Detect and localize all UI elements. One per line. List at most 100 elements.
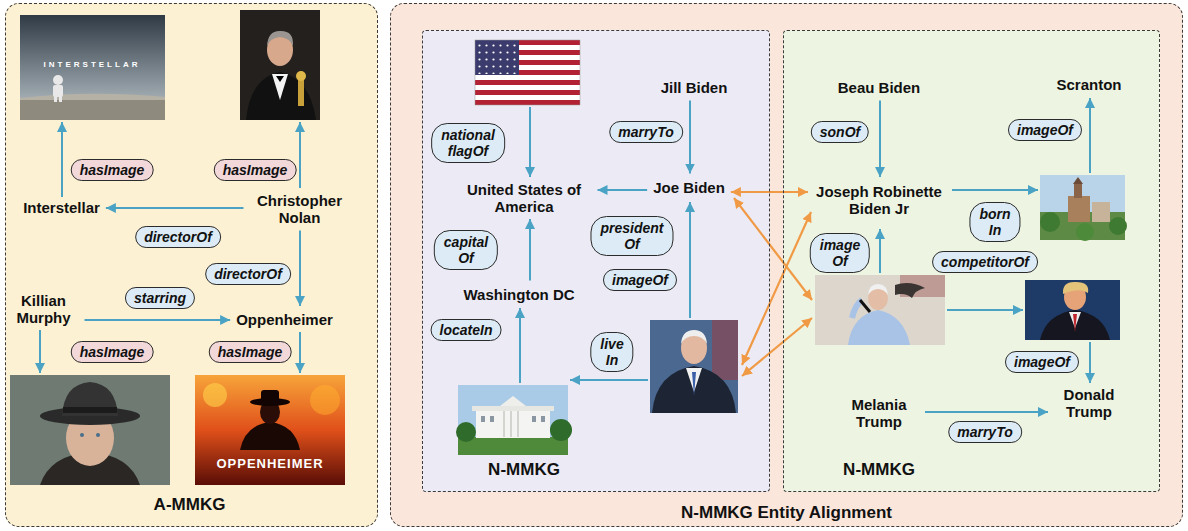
entity-name: Washington DC [463, 286, 574, 303]
entity-label: Jill Biden [659, 78, 730, 97]
relation-pill: imageOf [1008, 119, 1082, 141]
person-photo [1073, 314, 1077, 332]
building-photo [541, 416, 545, 422]
movie-poster [240, 422, 300, 450]
movie-poster [53, 85, 63, 97]
entity-name: Christopher Nolan [250, 192, 350, 226]
person-photo [96, 433, 100, 437]
building-photo [500, 396, 526, 406]
image-relation-arrow [1089, 98, 1091, 173]
poster-title: OPPENHEIMER [216, 456, 323, 471]
image-relation-arrow [40, 98, 1090, 383]
panel-title-holder: N-MMKG [843, 459, 915, 479]
image-relation-arrow [299, 122, 301, 188]
flag-image [475, 40, 519, 75]
person-photo [80, 433, 84, 437]
town-photo [1074, 184, 1082, 198]
image-relation-arrow [689, 202, 691, 318]
building-photo [456, 422, 476, 442]
relation-pill: national flagOf [431, 123, 505, 163]
person-photo [650, 320, 738, 413]
movie-poster [54, 96, 57, 102]
entity-name: Donald Trump [1054, 385, 1124, 419]
graph-panel: A-MMKG Interstellar Christopher NolanKilli… [5, 3, 378, 527]
relation-pill: capital Of [434, 230, 498, 270]
panel-fill [390, 3, 1183, 527]
relation-pill: live In [590, 332, 633, 372]
panel-fill [783, 30, 1160, 492]
person-photo [895, 283, 925, 298]
relation-pill: hasImage [214, 159, 297, 181]
panel-title: N-MMKG Entity Alignment [681, 503, 892, 523]
town-photo [1040, 175, 1127, 241]
building-photo [517, 411, 519, 437]
movie-poster [203, 383, 227, 407]
entity-label: Scranton [1054, 75, 1123, 94]
movie-poster [20, 15, 165, 120]
relation-pill: president Of [590, 216, 673, 256]
panel-title-holder: A-MMKG [154, 495, 226, 515]
entity-name: Joseph Robinette Biden Jr [814, 182, 944, 216]
flag-image [476, 41, 518, 74]
person-photo [815, 275, 945, 345]
relation-arrow [529, 219, 531, 281]
building-photo [476, 410, 550, 438]
entity-label: Killian Murphy [7, 291, 81, 327]
entity-name: Jill Biden [661, 79, 728, 96]
person-photo [62, 382, 118, 416]
person-photo [650, 320, 738, 413]
entity-label: Interstellar [21, 198, 102, 217]
movie-poster [20, 94, 165, 100]
building-photo [510, 411, 512, 437]
building-photo [472, 406, 554, 411]
person-photo [681, 330, 707, 344]
poster-title: INTERSTELLAR [44, 60, 141, 69]
movie-poster [195, 375, 345, 485]
person-photo [1063, 282, 1088, 294]
entity-name: Oppenheimer [236, 311, 333, 328]
town-photo [1040, 212, 1060, 232]
entity-name: Killian Murphy [9, 292, 79, 326]
person-photo [652, 366, 736, 413]
panel-title: N-MMKG [488, 459, 560, 479]
relation-pill: hasImage [71, 159, 154, 181]
panel-fill [422, 30, 770, 492]
town-photo [1076, 223, 1094, 241]
town-photo [1109, 217, 1127, 235]
relation-pill: image Of [810, 233, 870, 273]
person-photo [692, 372, 696, 396]
entity-label: United States of America [455, 179, 594, 215]
person-photo [246, 72, 316, 120]
entity-label: Christopher Nolan [248, 191, 352, 227]
person-photo [267, 31, 293, 46]
building-photo [503, 411, 505, 437]
movie-poster [20, 98, 165, 120]
panel-title: N-MMKG [843, 459, 915, 479]
relation-pill: starring [125, 287, 195, 309]
person-photo [868, 284, 888, 295]
movie-poster [59, 96, 62, 102]
movie-poster [261, 390, 279, 402]
relation-arrow [689, 101, 691, 174]
person-photo [276, 76, 284, 82]
relation-arrow [925, 411, 1048, 413]
panel-fill [5, 3, 378, 527]
image-relation-arrow [947, 309, 1023, 311]
person-photo [63, 407, 117, 413]
person-photo [712, 320, 738, 380]
entity-name: Joe Biden [653, 179, 725, 196]
building-photo [550, 419, 572, 441]
entity-label: Oppenheimer [234, 310, 335, 329]
movie-poster [310, 385, 340, 415]
building-photo [490, 416, 494, 422]
entity-name: United States of America [457, 180, 592, 214]
image-relation-arrow [570, 379, 648, 381]
entity-label: Beau Biden [836, 78, 923, 97]
entity-label: Joseph Robinette Biden Jr [812, 181, 946, 217]
movie-poster [53, 75, 63, 85]
town-photo [1068, 196, 1090, 222]
graph-panel: N-MMKG Entity Alignment N-MMKG Jill BidenU… [390, 3, 1183, 527]
relation-arrow [299, 231, 301, 307]
